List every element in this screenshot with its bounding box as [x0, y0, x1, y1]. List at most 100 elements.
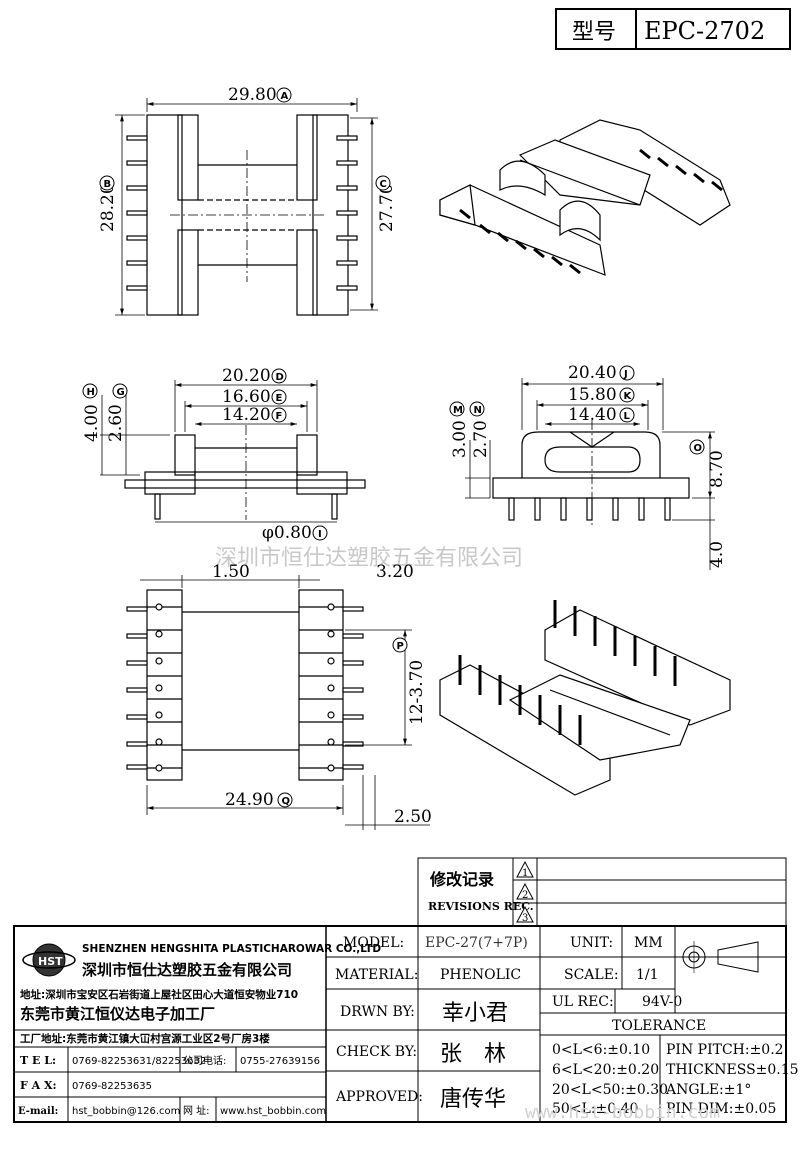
dim-m-tag: M: [449, 401, 465, 417]
watermark-text: 深圳市恒仕达塑胶五金有限公司: [215, 546, 523, 571]
tolerance-line-2: 6<L<20:±0.20: [552, 1062, 659, 1078]
email-value: hst_bobbin@126.com: [72, 1106, 180, 1117]
model-label: MODEL:: [343, 935, 404, 951]
revisions-table: [417, 857, 787, 927]
title-block: [13, 925, 787, 1123]
isometric-view-top: [439, 119, 731, 276]
top-view-pins-right: [336, 135, 358, 291]
scale-value: 1/1: [636, 967, 659, 983]
company-tel-label: 公司电话:: [183, 1054, 226, 1067]
dim-e-value: 16.60: [222, 387, 271, 407]
dim-h-value: 4.00: [82, 404, 102, 442]
tel-label: T E L:: [20, 1054, 56, 1067]
svg-text:1: 1: [522, 868, 528, 879]
revisions-title-cn: 修改记录: [429, 870, 494, 889]
dim-f-tag: F: [271, 407, 287, 423]
dim-j-value: 20.40: [568, 363, 617, 383]
dim-k-value: 15.80: [568, 385, 617, 405]
thickness: THICKNESS±0.15: [666, 1062, 799, 1078]
front-view: [465, 378, 715, 570]
approved-value: 唐传华: [440, 1087, 506, 1112]
front-view-pins: [508, 497, 671, 521]
company-logo: HST: [22, 943, 76, 977]
isometric-bottom-pins: [458, 600, 677, 745]
dim-j-tag: J: [619, 365, 635, 381]
dim-q-value: 24.90: [225, 790, 274, 810]
dim-g-value: 2.60: [106, 404, 126, 442]
dim-k-tag: K: [619, 387, 635, 403]
dim-right-gap: 3.20: [376, 562, 414, 582]
dim-left-gap: 1.50: [212, 562, 250, 582]
header-box: 型号 EPC-2702: [555, 8, 791, 50]
dim-p-value: 12-3.70: [407, 660, 427, 725]
check-value: 张 林: [440, 1042, 506, 1067]
svg-text:E: E: [276, 393, 283, 404]
dim-b-tag: B: [99, 175, 115, 191]
svg-text:G: G: [117, 387, 125, 398]
check-label: CHECK BY:: [336, 1044, 417, 1060]
watermark-url: www.hst-bobbin.com: [525, 1102, 720, 1123]
pin-dim: PIN DIM:±0.05: [666, 1101, 776, 1117]
svg-text:D: D: [276, 372, 284, 383]
dim-c-value: 27.70: [377, 183, 397, 232]
dim-o-value: 8.70: [707, 450, 727, 488]
svg-text:3: 3: [522, 913, 528, 924]
company-name-cn: 深圳市恒仕达塑胶五金有限公司: [82, 961, 292, 979]
dim-n-tag: N: [469, 401, 485, 417]
material-value: PHENOLIC: [440, 967, 521, 983]
web-value: www.hst_bobbin.com: [220, 1106, 326, 1117]
svg-text:2: 2: [522, 890, 528, 901]
dim-c-tag: C: [375, 175, 391, 191]
drawn-value: 幸小君: [442, 1001, 508, 1026]
model-value: EPC-27(7+7P): [425, 935, 528, 951]
svg-text:A: A: [281, 91, 289, 102]
unit-value: MM: [634, 935, 663, 951]
ul-label: UL REC:: [552, 994, 614, 1010]
dim-i-tag: I: [312, 525, 328, 541]
factory-address: 工厂地址:东莞市黄江镇大冚村宫源工业区2号厂房3楼: [20, 1032, 270, 1045]
dim-n-value: 2.70: [471, 420, 491, 458]
revision-mark-3: 3: [516, 905, 534, 924]
drawn-label: DRWN BY:: [340, 1004, 415, 1020]
tolerance-line-4: 50<L:±0.40: [552, 1101, 638, 1117]
dim-h-tag: H: [82, 383, 98, 399]
fax-label: F A X:: [20, 1079, 57, 1092]
revision-mark-2: 2: [516, 882, 534, 901]
top-view-pins-left: [126, 135, 148, 291]
web-label: 网 址:: [183, 1104, 210, 1117]
factory-name: 东莞市黄江恒仪达电子加工厂: [20, 1005, 215, 1023]
tolerance-line-1: 0<L<6:±0.10: [552, 1042, 650, 1058]
top-view: [115, 98, 378, 316]
svg-text:Q: Q: [282, 796, 291, 807]
dim-a-tag: A: [276, 87, 292, 103]
dim-l-tag: L: [619, 407, 635, 423]
email-label: E-mail:: [18, 1106, 58, 1117]
dim-d-value: 20.20: [222, 366, 271, 386]
bottom-view: [126, 575, 430, 830]
dim-b-value: 28.20: [98, 183, 118, 232]
svg-text:I: I: [318, 529, 322, 540]
svg-text:O: O: [694, 443, 703, 454]
bottom-view-pins: [126, 603, 364, 772]
revisions-title-en: REVISIONS REC.: [428, 900, 534, 913]
dim-e-tag: E: [271, 389, 287, 405]
unit-label: UNIT:: [570, 935, 613, 951]
approved-label: APPROVED:: [335, 1089, 423, 1105]
material-label: MATERIAL:: [335, 967, 418, 983]
svg-text:HST: HST: [38, 955, 63, 968]
svg-text:K: K: [624, 391, 633, 402]
dim-q-tag: Q: [277, 792, 293, 808]
dim-d-tag: D: [271, 368, 287, 384]
type-label: 型号: [572, 20, 616, 45]
company-name-en: SHENZHEN HENGSHITA PLASTICHAROWAR CO.,LT…: [82, 943, 381, 955]
dim-bottom-right: 2.50: [394, 807, 432, 827]
company-tel-value: 0755-27639156: [240, 1056, 320, 1067]
dim-i-value: φ0.80: [262, 523, 312, 543]
svg-text:F: F: [276, 411, 283, 422]
svg-text:C: C: [380, 179, 387, 190]
isometric-view-bottom: [439, 600, 731, 796]
svg-text:B: B: [104, 179, 112, 190]
dim-pin-length: 4.0: [707, 541, 727, 568]
dim-g-tag: G: [112, 383, 128, 399]
